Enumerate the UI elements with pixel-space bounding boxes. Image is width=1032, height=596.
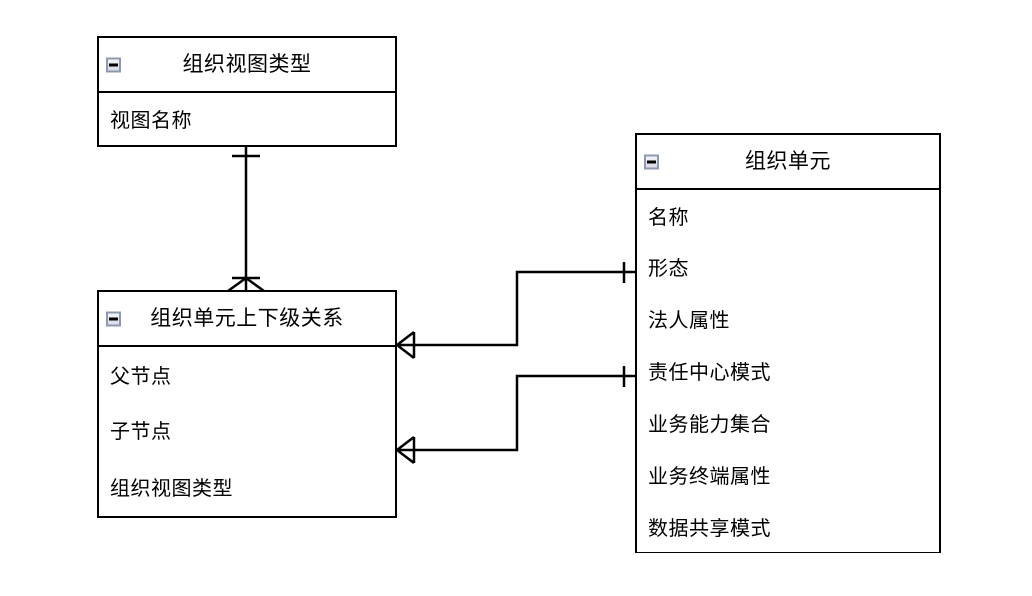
- entity-title: 组织单元: [745, 149, 831, 173]
- attribute-row[interactable]: 名称: [648, 204, 689, 229]
- entity-header: 组织视图类型: [99, 38, 395, 93]
- entity-org-unit[interactable]: 组织单元 名称 形态 法人属性 责任中心模式 业务能力集合 业务终端属性 数据共…: [635, 133, 941, 553]
- attribute-list: 名称 形态 法人属性 责任中心模式 业务能力集合 业务终端属性 数据共享模式: [637, 190, 939, 552]
- minus-box-icon[interactable]: [644, 154, 659, 169]
- attribute-list: 父节点 子节点 组织视图类型: [99, 347, 395, 515]
- entity-header: 组织单元上下级关系: [99, 292, 395, 347]
- attribute-row[interactable]: 组织视图类型: [110, 476, 233, 500]
- entity-org-view-type[interactable]: 组织视图类型 视图名称: [97, 36, 397, 147]
- connector-hierarchy-to-unit-upper[interactable]: [396, 262, 635, 359]
- attribute-row[interactable]: 形态: [648, 255, 689, 280]
- connector-viewtype-to-hierarchy[interactable]: [227, 147, 265, 293]
- attribute-list: 视图名称: [99, 93, 395, 144]
- entity-header: 组织单元: [637, 135, 939, 190]
- attribute-row[interactable]: 子节点: [110, 419, 172, 443]
- entity-org-unit-hierarchy[interactable]: 组织单元上下级关系 父节点 子节点 组织视图类型: [97, 290, 397, 518]
- entity-title: 组织单元上下级关系: [150, 306, 344, 330]
- minus-box-icon[interactable]: [106, 311, 121, 326]
- entity-title: 组织视图类型: [182, 52, 312, 76]
- attribute-row[interactable]: 视图名称: [110, 108, 192, 132]
- attribute-row[interactable]: 业务能力集合: [648, 411, 771, 436]
- attribute-row[interactable]: 业务终端属性: [648, 463, 771, 488]
- connector-hierarchy-to-unit-lower[interactable]: [396, 366, 635, 464]
- attribute-row[interactable]: 法人属性: [648, 307, 730, 332]
- attribute-row[interactable]: 责任中心模式: [648, 359, 771, 384]
- attribute-row[interactable]: 数据共享模式: [648, 515, 771, 540]
- attribute-row[interactable]: 父节点: [110, 363, 172, 388]
- minus-box-icon[interactable]: [106, 57, 121, 72]
